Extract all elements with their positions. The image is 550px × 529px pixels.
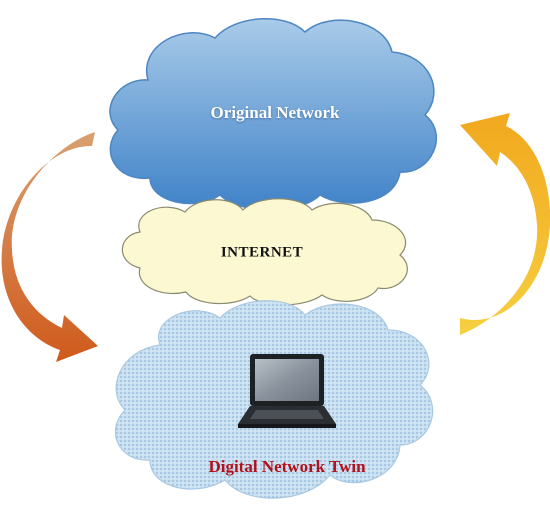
original-network-cloud xyxy=(109,17,437,211)
internet-label: INTERNET xyxy=(220,244,304,261)
left-arrow xyxy=(1,132,99,362)
internet-cloud xyxy=(121,198,408,306)
original-network-label: Original Network xyxy=(210,103,340,122)
laptop-icon xyxy=(238,354,336,428)
digital-twin-label: Digital Network Twin xyxy=(208,457,366,476)
right-arrow xyxy=(460,113,550,335)
